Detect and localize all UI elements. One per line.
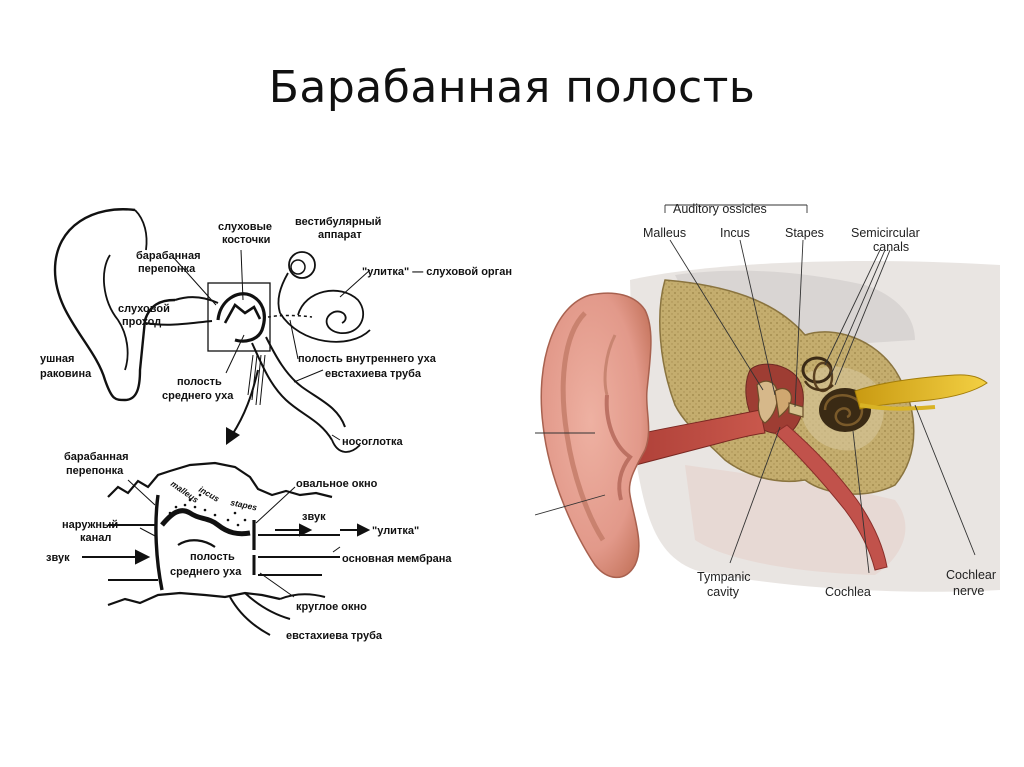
auricle-helix-fold <box>560 311 606 542</box>
tympanic-membrane <box>154 494 164 591</box>
upper-bone-edge <box>107 461 333 499</box>
lower-bone-edge-2 <box>279 593 326 600</box>
label-ossicles-1: слуховые <box>218 221 272 233</box>
ear-canal-lower <box>144 320 213 326</box>
auricle-color <box>540 292 652 579</box>
label-auricle-2: раковина <box>40 368 92 380</box>
cochlea-arrow-head <box>357 523 371 537</box>
label-semicircular-1: Semicircular <box>851 226 920 240</box>
auricle-concha <box>604 394 633 501</box>
label-oval-window: овальное окно <box>296 478 378 490</box>
nasopharynx-curve <box>331 439 361 453</box>
eustachian-lower-1 <box>229 596 271 636</box>
label-middle-ear-bottom-1: полость <box>190 551 235 563</box>
label-eardrum-top-2: перепонка <box>138 263 196 275</box>
middle-ear-cavity <box>216 292 266 343</box>
inner-ear-dotted <box>267 314 313 318</box>
label-auditory-ossicles: Auditory ossicles <box>673 202 767 216</box>
label-cochlear-nerve-1: Cochlear <box>946 568 996 582</box>
sound-arrow-left-head <box>135 549 151 565</box>
auricle-outline <box>53 208 176 402</box>
eustachian-tube-2 <box>265 336 346 428</box>
label-round-window: круглое окно <box>296 601 367 613</box>
label-middle-ear-top-1: полость <box>177 376 222 388</box>
label-tympanic-2: cavity <box>707 585 740 599</box>
cochlear-nerve-branch <box>859 403 936 411</box>
color-ear-svg: Auditory ossicles Malleus Incus Stapes S… <box>534 202 1000 599</box>
label-stapes: Stapes <box>785 226 824 240</box>
label-malleus: Malleus <box>643 226 686 240</box>
zoom-arrow <box>231 369 259 436</box>
bone-hatch <box>247 354 266 406</box>
label-cochlea: Cochlea <box>825 585 871 599</box>
label-vestibular-1: вестибулярный <box>295 216 381 228</box>
auricle-fold <box>134 209 148 251</box>
stapes-shape <box>788 402 804 418</box>
label-ear-canal-2: проход <box>122 316 161 328</box>
ossicle-stipple <box>168 493 247 527</box>
auricle-antihelix <box>603 334 617 396</box>
label-incus: Incus <box>720 226 750 240</box>
label-cochlear-nerve-2: nerve <box>953 584 984 598</box>
color-ear-illustration: Auditory ossicles Malleus Incus Stapes S… <box>534 195 1000 605</box>
label-ear-canal-1: слуховой <box>118 303 170 315</box>
label-eustachian-top: евстахиева труба <box>325 368 422 380</box>
label-tympanic-1: Tympanic <box>697 570 751 584</box>
label-eardrum-bottom-2: перепонка <box>66 465 124 477</box>
label-eardrum-bottom-1: барабанная <box>64 451 129 463</box>
label-vestibular-2: аппарат <box>318 229 362 241</box>
label-sound-mid: звук <box>302 511 326 523</box>
schematic-ear-diagram: слуховые косточки вестибулярный аппарат … <box>40 195 530 655</box>
label-incus-ru: incus <box>197 484 221 504</box>
semicircular-canal-1 <box>288 251 316 279</box>
slide-title: Барабанная полость <box>268 62 756 113</box>
malleus-shape <box>756 380 778 424</box>
ear-canal-upper <box>174 296 219 304</box>
label-basilar-membrane: основная мембрана <box>342 553 452 565</box>
label-outer-canal-2: канал <box>80 532 111 544</box>
ossicle-chain <box>160 508 251 537</box>
label-middle-ear-top-2: среднего уха <box>162 390 234 402</box>
ossicles-shape <box>223 303 262 324</box>
incus-shape <box>774 388 792 419</box>
semicircular-canals <box>801 356 834 393</box>
label-eustachian-bottom: евстахиева труба <box>286 630 383 642</box>
eustachian-lower-2 <box>244 592 291 620</box>
label-cochlea-organ: "улитка" — слуховой орган <box>362 266 512 278</box>
zoom-arrowhead <box>226 427 240 445</box>
label-cochlea-arrow: "улитка" <box>372 525 419 537</box>
label-middle-ear-bottom-2: среднего уха <box>170 566 242 578</box>
schematic-ear-svg: слуховые косточки вестибулярный аппарат … <box>40 208 512 642</box>
sound-arrow-mid-head <box>299 523 313 537</box>
leader-lines <box>534 204 976 574</box>
label-auricle-1: ушная <box>40 353 74 365</box>
label-inner-ear-cavity: полость внутреннего уха <box>298 353 437 365</box>
label-eardrum-top-1: барабанная <box>136 250 201 262</box>
cochlear-nerve-bundle <box>854 374 988 410</box>
label-semicircular-2: canals <box>873 240 909 254</box>
semicircular-canal-2 <box>290 259 306 275</box>
label-ossicles-2: косточки <box>222 234 270 246</box>
vestibule <box>277 272 289 314</box>
label-sound-left: звук <box>46 552 70 564</box>
auricle-inner <box>103 254 129 371</box>
cochlea-spiral <box>297 289 364 334</box>
cochlea-outer <box>279 312 371 343</box>
cavity-curve <box>177 539 216 548</box>
eustachian-tube-color <box>774 424 888 571</box>
tissue-upper-gray <box>675 270 915 345</box>
label-nasopharynx: носоглотка <box>342 436 404 448</box>
lower-bone-edge <box>107 591 281 607</box>
label-outer-canal-1: наружный <box>62 519 118 531</box>
label-stapes-ru: stapes <box>230 497 259 512</box>
label-malleus-ru: malleus <box>169 478 201 505</box>
